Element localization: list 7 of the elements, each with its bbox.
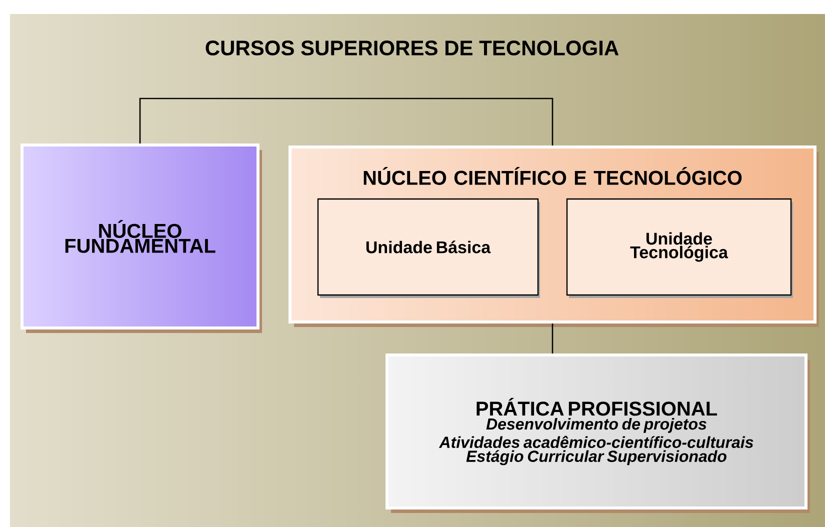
connector-line (139, 98, 554, 146)
unit-box: Unidade Básica (317, 198, 540, 298)
connector-line (552, 324, 554, 354)
unit-box: Unidade Tecnológica (566, 198, 793, 298)
core-box: NÚCLEO FUNDAMENTAL (20, 144, 262, 333)
practice-box: PRÁTICA PROFISSIONAL Desenvolvimento de projetos Atividades acadêmico-científico-culturais Estágio Curricular Supervisionado (386, 354, 810, 513)
title: CURSOS SUPERIORES DE TECNOLOGIA (206, 40, 619, 56)
